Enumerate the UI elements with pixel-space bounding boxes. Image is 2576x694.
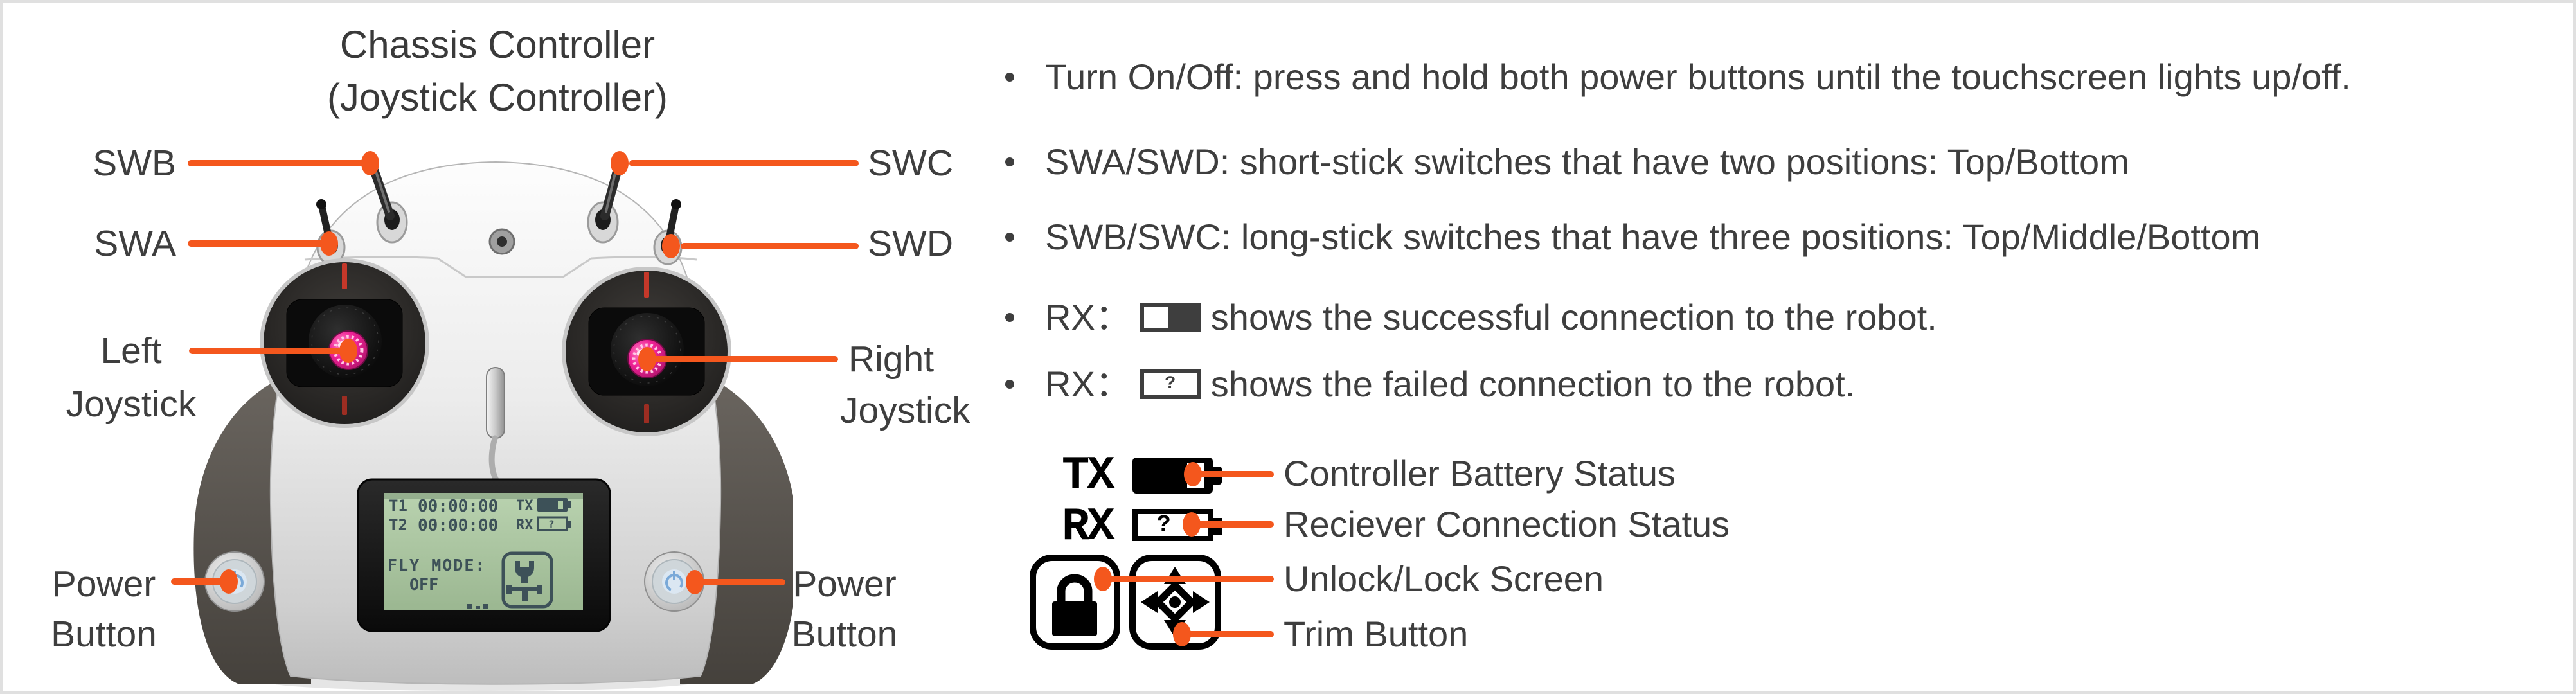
swb-leader-line (188, 160, 375, 166)
label-power-left-line2: Button (51, 614, 157, 655)
rx-leader-line (1192, 521, 1274, 528)
power-right-leader-dot (686, 570, 704, 594)
left-joystick-leader-dot (339, 339, 357, 363)
right-joystick-leader-line (647, 356, 838, 362)
bullet-text: SWA/SWD: short-stick switches that have … (1045, 141, 2129, 182)
bullet-dot (1005, 232, 1014, 242)
lcd-t1-label: T1 (389, 497, 407, 515)
bullet-text: SWB/SWC: long-stick switches that have t… (1045, 217, 2261, 257)
right-joystick-leader-dot (638, 347, 656, 371)
bullet-turn-on-off: Turn On/Off: press and hold both power b… (1005, 55, 2351, 98)
right-power-button (644, 551, 704, 612)
lcd-t2-label: T2 (389, 516, 407, 534)
left-joystick-leader-line (189, 348, 350, 354)
lcd-rx-unknown-glyph: ? (548, 518, 555, 530)
lcd-screen: T1 00:00:00 T2 00:00:00 TX RX ? FLY MODE… (357, 478, 611, 632)
unlock-lock-screen-label: Unlock/Lock Screen (1284, 558, 1604, 599)
label-swd: SWD (868, 223, 953, 264)
label-swa: SWA (94, 223, 176, 264)
lcd-settings-icon (501, 551, 553, 609)
lcd-tx-label: TX (516, 498, 533, 514)
label-swc: SWC (868, 143, 953, 184)
bullet-swa-swd: SWA/SWD: short-stick switches that have … (1005, 140, 2129, 183)
page-title-line2: (Joystick Controller) (326, 76, 668, 119)
rx-connected-battery-icon (1140, 302, 1201, 332)
label-left-joystick-line1: Left (100, 330, 162, 371)
bullet-dot (1005, 379, 1014, 389)
bullet-dot (1005, 312, 1014, 322)
bullet-dot (1005, 72, 1014, 82)
label-swb: SWB (93, 143, 176, 184)
swa-leader-line (188, 240, 334, 247)
label-power-right-line2: Button (791, 614, 898, 655)
bullet-text-prefix: RX： (1045, 364, 1131, 404)
lcd-rx-label: RX (516, 517, 533, 533)
tx-leader-line (1193, 471, 1274, 477)
tx-leader-dot (1184, 462, 1202, 486)
trim-leader-line (1182, 631, 1274, 637)
swb-leader-dot (361, 151, 379, 175)
lcd-flymode-label: FLY MODE: (388, 556, 486, 574)
receiver-connection-status-label: Reciever Connection Status (1284, 504, 1730, 544)
label-left-joystick-line2: Joystick (66, 384, 197, 425)
trim-button-label: Trim Button (1284, 614, 1469, 654)
swc-leader-dot (611, 151, 629, 175)
lcd-flymode-value: OFF (409, 575, 438, 594)
controller-illustration: T1 00:00:00 T2 00:00:00 TX RX ? FLY MODE… (193, 160, 793, 691)
controller-battery-status-label: Controller Battery Status (1284, 453, 1676, 494)
label-power-left-line1: Power (51, 564, 156, 605)
tx-glyph: TX (1062, 449, 1114, 502)
bullet-text-suffix: shows the successful connection to the r… (1210, 297, 1937, 337)
bullet-text: Turn On/Off: press and hold both power b… (1045, 57, 2351, 97)
unlock-leader-dot (1094, 567, 1112, 591)
label-right-joystick-line2: Joystick (840, 390, 970, 431)
bullet-rx-failed: RX： ? shows the failed connection to the… (1005, 362, 1855, 405)
lcd-t1-value: 00:00:00 (418, 497, 498, 516)
page-title-line1: Chassis Controller (339, 23, 656, 66)
bullet-rx-success: RX： shows the successful connection to t… (1005, 296, 1937, 339)
unlock-leader-line (1103, 576, 1274, 582)
bullet-text-suffix: shows the failed connection to the robot… (1210, 364, 1856, 404)
swd-leader-dot (662, 234, 680, 258)
power-left-leader-dot (220, 569, 238, 594)
trim-leader-dot (1173, 622, 1191, 646)
swa-leader-dot (320, 231, 338, 256)
label-right-joystick-line1: Right (848, 339, 935, 380)
lcd-t2-value: 00:00:00 (418, 516, 498, 535)
bind-button-center (497, 236, 507, 247)
swc-leader-line (629, 160, 859, 166)
body-seam (304, 256, 697, 278)
bullet-swb-swc: SWB/SWC: long-stick switches that have t… (1005, 215, 2260, 258)
lcd-rx-battery-icon (537, 516, 568, 531)
bullet-text-prefix: RX： (1045, 297, 1131, 337)
rx-glyph: RX (1062, 501, 1114, 553)
swd-leader-line (681, 243, 859, 249)
power-left-leader-line (171, 578, 229, 585)
rx-leader-dot (1183, 512, 1201, 537)
bullet-dot (1005, 157, 1014, 166)
rx-failed-battery-icon: ? (1140, 369, 1201, 399)
power-right-leader-line (695, 579, 785, 585)
label-power-right-line1: Power (792, 564, 897, 605)
